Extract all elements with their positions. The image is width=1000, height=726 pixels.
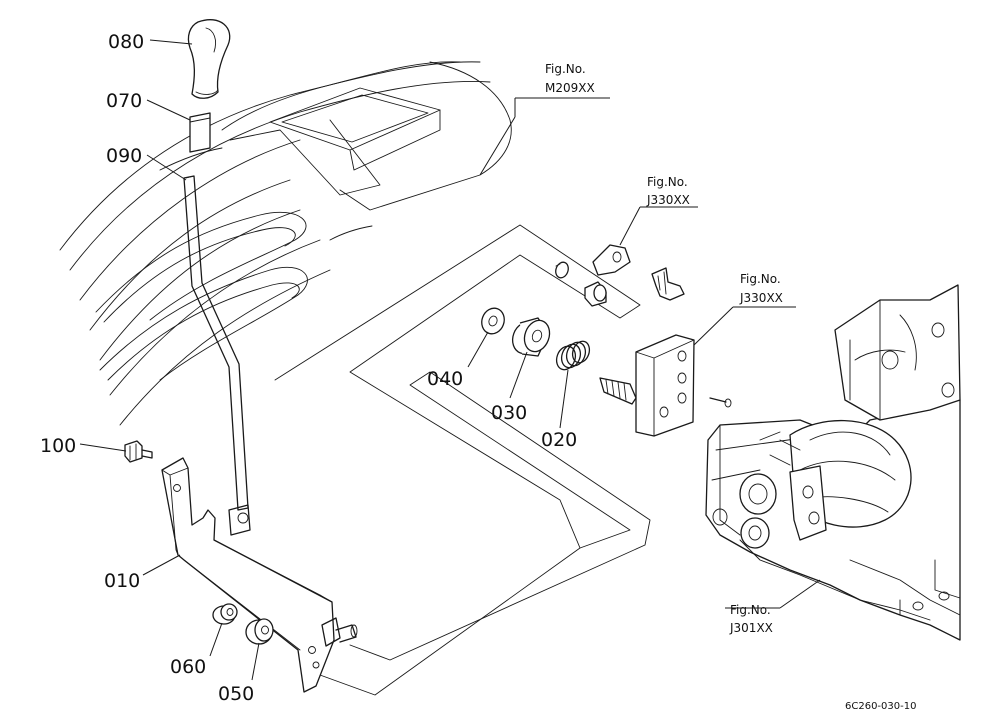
figure-reference-j330-top: Fig.No. J330XX xyxy=(640,175,698,208)
figure-reference-j330-right: Fig.No. J330XX xyxy=(733,272,796,308)
part-030-bushing xyxy=(511,317,551,357)
figure-reference-m209: Fig.No. M209XX xyxy=(514,62,610,117)
label-060: 060 xyxy=(170,656,206,678)
label-050: 050 xyxy=(218,683,254,705)
label-080: 080 xyxy=(108,31,144,53)
part-080-knob xyxy=(187,19,231,99)
transmission-housing xyxy=(705,284,961,641)
reference-outline xyxy=(274,224,651,696)
part-050-washer xyxy=(245,618,274,645)
top-link-assembly xyxy=(555,244,685,307)
part-090-lever xyxy=(183,175,251,536)
leader-lines xyxy=(79,39,821,681)
label-020: 020 xyxy=(541,429,577,451)
part-100-bolt xyxy=(124,440,153,463)
label-100: 100 xyxy=(40,435,76,457)
label-010: 010 xyxy=(104,570,140,592)
part-labels: 080 070 090 100 010 060 050 040 030 020 xyxy=(40,31,577,705)
label-070: 070 xyxy=(106,90,142,112)
mount-plate xyxy=(599,334,732,437)
label-090: 090 xyxy=(106,145,142,167)
svg-text:Fig.No.: Fig.No. xyxy=(545,62,586,76)
part-070-sleeve xyxy=(189,112,211,153)
fender-console xyxy=(59,61,512,426)
svg-text:J301XX: J301XX xyxy=(729,621,773,635)
part-040-washer xyxy=(481,307,505,335)
label-030: 030 xyxy=(491,402,527,424)
part-010-bracket xyxy=(161,457,358,693)
svg-text:M209XX: M209XX xyxy=(545,81,595,95)
figure-reference-j301: Fig.No. J301XX xyxy=(725,603,780,635)
svg-text:Fig.No.: Fig.No. xyxy=(740,272,781,286)
label-040: 040 xyxy=(427,368,463,390)
svg-text:Fig.No.: Fig.No. xyxy=(647,175,688,189)
svg-text:J330XX: J330XX xyxy=(646,193,690,207)
drawing-code: 6C260-030-10 xyxy=(845,701,916,712)
svg-text:J330XX: J330XX xyxy=(739,291,783,305)
part-060-collar xyxy=(212,603,238,625)
svg-text:Fig.No.: Fig.No. xyxy=(730,603,771,617)
part-020-spring xyxy=(555,340,591,371)
